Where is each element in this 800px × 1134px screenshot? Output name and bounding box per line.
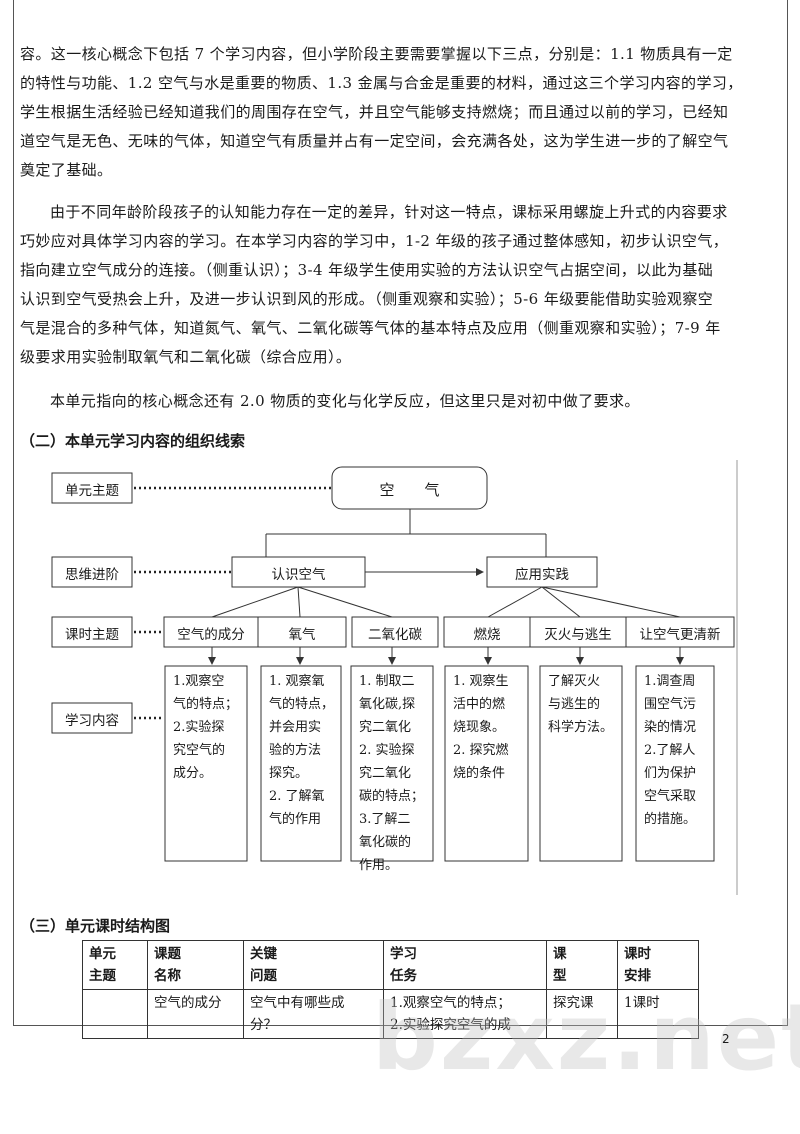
content-box-6: 1.调查周 围空气污 染的情况 2.了解人 们为保护 空气采取 的措施。 <box>644 674 697 827</box>
section-heading-2: （二）本单元学习内容的组织线索 <box>20 432 246 450</box>
content-box-1: 1.观察空 气的特点； 2.实验探 究空气的 成分。 <box>173 674 239 781</box>
table-row: 空气的成分 空气中有哪些成 分？ 1.观察空气的特点； 2.实验探究空气的成 探… <box>82 989 699 1039</box>
para1-line-1: 容。这一核心概念下包括 7 个学习内容，但小学阶段主要需要掌握以下三点，分别是：… <box>20 45 733 63</box>
para2-line-3: 指向建立空气成分的连接。（侧重认识）；3-4 年级学生使用实验的方法认识空气占据… <box>20 261 714 279</box>
table-header-row: 单元 主题 课题 名称 关键 问题 学习 任务 课 型 课时 安排 <box>82 940 699 990</box>
label-unit-theme: 单元主题 <box>65 483 119 499</box>
section-heading-3: （三）单元课时结构图 <box>20 917 171 935</box>
cell-schedule: 1课时 <box>617 989 699 1039</box>
th-unit-theme: 单元 主题 <box>82 940 148 990</box>
label-lesson-topic: 课时主题 <box>65 627 119 643</box>
topic-fire-escape: 灭火与逃生 <box>544 627 612 643</box>
para2-line-5: 气是混合的多种气体，知道氮气、氧气、二氧化碳等气体的基本特点及应用（侧重观察和实… <box>20 319 721 337</box>
top-node: 空 气 <box>379 481 440 499</box>
cell-key-question: 空气中有哪些成 分？ <box>243 989 384 1039</box>
mid-node-apply: 应用实践 <box>515 567 569 583</box>
para2-line-4: 认识到空气受热会上升，及进一步认识到风的形成。（侧重观察和实验）；5-6 年级要… <box>20 290 714 308</box>
topic-combustion: 燃烧 <box>473 627 501 643</box>
para2-line-2: 巧妙应对具体学习内容的学习。在本学习内容的学习中，1-2 年级的孩子通过整体感知… <box>20 232 729 250</box>
cell-lesson-type: 探究课 <box>546 989 618 1039</box>
para1-line-5: 奠定了基础。 <box>20 161 113 179</box>
topic-air-composition: 空气的成分 <box>177 627 245 643</box>
label-thinking: 思维进阶 <box>65 567 119 583</box>
label-learning-content: 学习内容 <box>65 713 119 729</box>
page-number: 2 <box>722 1032 730 1046</box>
mid-node-know: 认识空气 <box>271 567 326 583</box>
para3: 本单元指向的核心概念还有 2.0 物质的变化与化学反应，但这里只是对初中做了要求… <box>50 392 640 410</box>
th-lesson-name: 课题 名称 <box>147 940 244 990</box>
para1-line-4: 道空气是无色、无味的气体，知道空气有质量并占有一定空间，会充满各处，这为学生进一… <box>20 132 729 150</box>
cell-learning-task: 1.观察空气的特点； 2.实验探究空气的成 <box>383 989 547 1039</box>
para1-line-2: 的特性与功能、1.2 空气与水是重要的物质、1.3 金属与合金是重要的材料，通过… <box>20 74 743 92</box>
th-schedule: 课时 安排 <box>617 940 699 990</box>
cell-lesson-name: 空气的成分 <box>147 989 244 1039</box>
topic-oxygen: 氧气 <box>288 627 316 643</box>
content-box-4: 1. 观察生 活中的燃 烧现象。 2. 探究燃 烧的条件 <box>453 674 509 781</box>
th-lesson-type: 课 型 <box>546 940 618 990</box>
topic-cleaner-air: 让空气更清新 <box>639 627 721 643</box>
para2-line-1: 由于不同年龄阶段孩子的认知能力存在一定的差异，针对这一特点，课标采用螺旋上升式的… <box>50 203 728 221</box>
topic-co2: 二氧化碳 <box>368 627 422 643</box>
para1-line-3: 学生根据生活经验已经知道我们的周围存在空气，并且空气能够支持燃烧；而且通过以前的… <box>20 103 729 121</box>
watermark: bzxz.net <box>372 984 800 1091</box>
th-key-question: 关键 问题 <box>243 940 384 990</box>
content-box-2: 1. 观察氧 气的特点， 并会用实 验的方法 探究。 2. 了解氧 气的作用 <box>269 674 335 827</box>
content-box-5: 了解灭火 与逃生的 科学方法。 <box>548 674 614 735</box>
th-learning-task: 学习 任务 <box>383 940 547 990</box>
cell-unit-theme <box>82 989 148 1039</box>
para2-line-6: 级要求用实验制取氧气和二氧化碳（综合应用）。 <box>20 348 352 366</box>
lesson-structure-table: 单元 主题 课题 名称 关键 问题 学习 任务 课 型 课时 安排 空气的成分 … <box>82 940 699 1039</box>
content-box-3: 1. 制取二 氧化碳,探 究二氧化 2. 实验探 究二氧化 碳的特点； 3.了解… <box>359 674 425 873</box>
